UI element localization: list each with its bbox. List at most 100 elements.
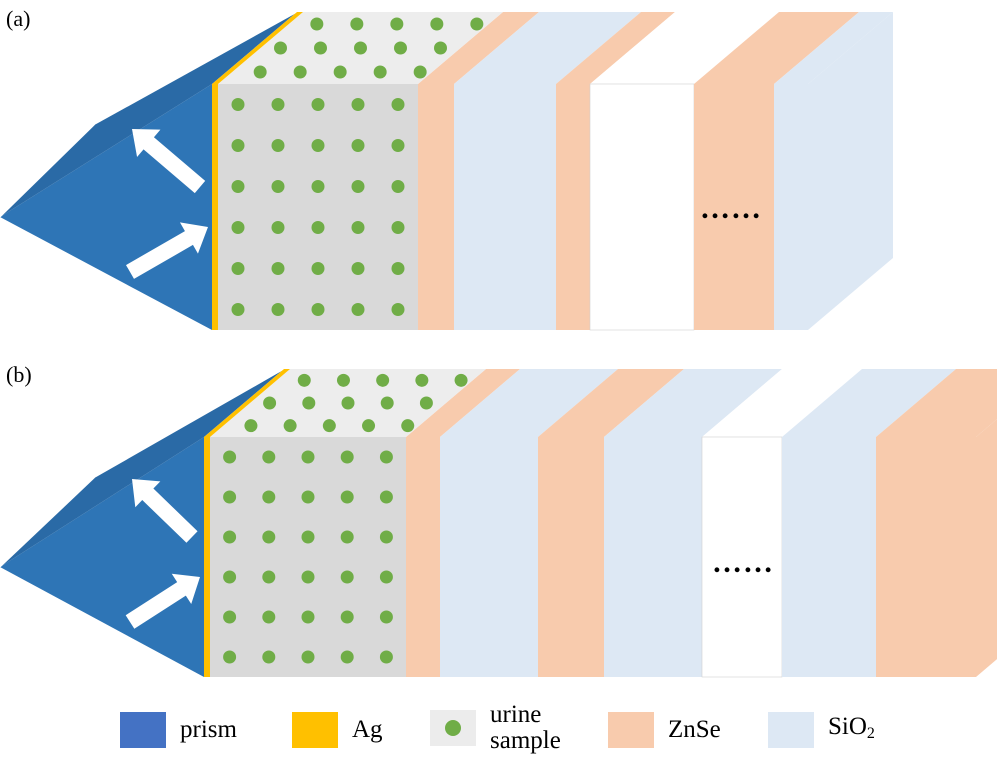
urine-sample-dot [223, 530, 237, 544]
ag-layer-top [212, 12, 303, 84]
urine-sample-dot [415, 373, 429, 387]
peach-square-icon [608, 712, 654, 748]
ag-layer-top [204, 369, 290, 437]
urine-sample-dot [311, 98, 325, 111]
layer-top-znse [556, 12, 675, 84]
blue-square-icon [120, 712, 166, 748]
urine-sample-dot [293, 65, 307, 79]
urine-sample-dot [413, 65, 427, 79]
layer-front-sio2 [604, 437, 702, 677]
layer-top-defect [702, 369, 862, 437]
green-dot-icon [430, 710, 476, 746]
lightblue-square-icon [768, 712, 814, 748]
urine-sample-dot [311, 262, 325, 275]
urine-sample-dot [271, 221, 285, 234]
prism-top-face [0, 12, 297, 217]
urine-sample-dot [231, 221, 245, 234]
legend-label-sio2: SiO2 [828, 712, 875, 747]
urine-sample-dot [350, 17, 364, 31]
urine-sample-dot [271, 139, 285, 152]
layer-front-sio2 [774, 84, 808, 330]
urine-sample-dot [263, 396, 277, 410]
ag-layer-front [212, 84, 218, 330]
layer-top-znse [538, 369, 684, 437]
urine-sample-dot [231, 98, 245, 111]
urine-sample-dot [271, 98, 285, 111]
urine-sample-dot [391, 180, 405, 193]
urine-sample-dot [379, 490, 393, 504]
panel-b-ellipsis: …… [712, 546, 774, 579]
urine-sample-dot [322, 419, 336, 433]
urine-sample-dot [301, 450, 315, 464]
sample-front-face [218, 84, 418, 330]
legend-item-prism: prism [120, 712, 237, 748]
layer-top-sio2 [440, 369, 618, 437]
urine-sample-dot [223, 650, 237, 664]
panel-a-ellipsis: …… [700, 192, 762, 225]
layer-front-sio2 [440, 437, 538, 677]
urine-sample-dot [373, 65, 387, 79]
legend-label-urine-sample: urine sample [490, 702, 561, 754]
layer-front-znse [418, 84, 454, 330]
urine-sample-dot [223, 450, 237, 464]
legend-item-ag: Ag [292, 712, 383, 748]
urine-sample-dot [391, 221, 405, 234]
legend-item-urine-sample: urine sample [430, 702, 561, 754]
layer-front-znse [556, 84, 590, 330]
legend-label-ag: Ag [352, 716, 383, 743]
urine-sample-dot [262, 530, 276, 544]
urine-sample-dot [231, 180, 245, 193]
urine-sample-dot [231, 139, 245, 152]
layer-top-sio2 [454, 12, 641, 84]
urine-sample-dot [340, 610, 354, 624]
legend-item-znse: ZnSe [608, 712, 721, 748]
urine-sample-dot [376, 373, 390, 387]
urine-sample-dot [351, 180, 365, 193]
urine-sample-dot [419, 396, 433, 410]
multilayer-structure-diagram: (a) …… (b) …… [0, 6, 997, 678]
urine-sample-dot [223, 610, 237, 624]
urine-sample-dot [379, 530, 393, 544]
sample-front-face [210, 437, 406, 677]
urine-sample-dot [340, 490, 354, 504]
layer-top-sio2 [774, 12, 893, 84]
legend-label-urine: urine [490, 701, 542, 728]
urine-sample-dot [340, 570, 354, 584]
incident-light-arrow-shape [125, 573, 200, 629]
layer-top-znse [694, 12, 859, 84]
reflected-light-arrow [131, 479, 198, 543]
prism-edge-highlight [94, 368, 285, 478]
reflected-light-arrow-shape [131, 479, 198, 543]
urine-sample-dot [253, 65, 267, 79]
layer-front-sio2 [782, 437, 876, 677]
urine-sample-dot [390, 17, 404, 31]
legend-label-sample: sample [490, 727, 561, 754]
urine-sample-dot [311, 180, 325, 193]
urine-sample-dot [271, 303, 285, 316]
legend-label-prism: prism [180, 716, 237, 743]
gold-square-icon [292, 712, 338, 748]
layer-front-znse [406, 437, 440, 677]
legend-item-sio2: SiO2 [768, 712, 875, 748]
urine-sample-dot [311, 139, 325, 152]
urine-sample-dot [340, 650, 354, 664]
urine-sample-dot [401, 419, 415, 433]
panel-a-urine-sample [218, 12, 503, 330]
prism-edge-highlight [94, 11, 298, 125]
urine-sample-dot [379, 450, 393, 464]
layer-top-sio2 [604, 369, 782, 437]
layer-top-znse [876, 369, 997, 437]
urine-sample-dot [262, 450, 276, 464]
urine-sample-dot [231, 262, 245, 275]
layer-front-znse [876, 437, 976, 677]
urine-sample-dot [391, 98, 405, 111]
urine-sample-dot [333, 65, 347, 79]
legend-label-sio2-main: SiO [828, 712, 867, 740]
urine-sample-dot [223, 490, 237, 504]
panel-a: (a) …… [0, 6, 893, 331]
reflected-light-arrow [132, 128, 206, 194]
urine-sample-dot [262, 610, 276, 624]
reflected-light-arrow-shape [132, 128, 206, 194]
urine-sample-dot [340, 450, 354, 464]
urine-sample-dot [454, 373, 468, 387]
